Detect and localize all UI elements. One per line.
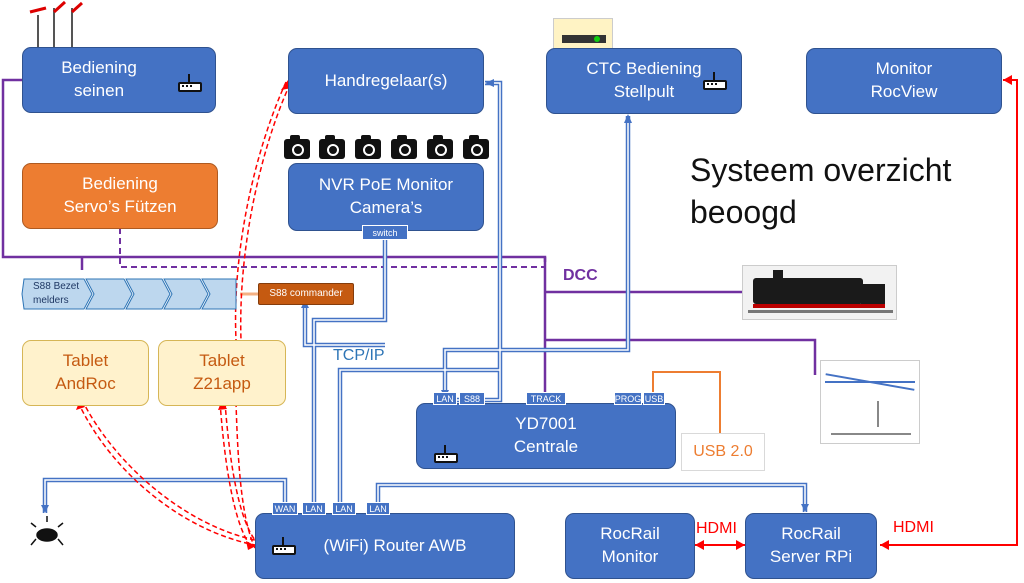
bediening-seinen-box: Bediening seinen (22, 47, 216, 113)
yd-track-port: TRACK (526, 392, 566, 405)
nvr-switch-port: switch (362, 225, 408, 240)
monitor-rocview-box: Monitor RocView (806, 48, 1002, 114)
usb-box: USB 2.0 (681, 433, 765, 471)
camera-icon (427, 135, 453, 159)
nvr-box: NVR PoE Monitor Camera’s (288, 163, 484, 231)
tablet-z21-box: Tablet Z21app (158, 340, 286, 406)
router-icon (434, 445, 458, 463)
yd-usb-port: USB (643, 392, 665, 405)
yd-prog-port: PROG (614, 392, 642, 405)
rocrail-server-box: RocRail Server RPi (745, 513, 877, 579)
dcc-label: DCC (563, 267, 598, 284)
router-icon (703, 72, 727, 90)
locomotive-image (742, 265, 897, 320)
router-box: (WiFi) Router AWB (255, 513, 515, 579)
wifi-dashed-lines (77, 81, 291, 549)
camera-icon (284, 135, 310, 159)
yd7001-box: YD7001 Centrale (416, 403, 676, 469)
router-wan-port: WAN (272, 502, 298, 515)
yd-s88-port: S88 (459, 392, 485, 405)
bediening-servos-box: Bediening Servo’s Fützen (22, 163, 218, 229)
router-icon (272, 537, 296, 555)
s88-bezet-label: S88 Bezet melders (33, 281, 80, 306)
camera-icon (463, 135, 489, 159)
handregelaar-box: Handregelaar(s) (288, 48, 484, 114)
hdmi-label-2: HDMI (893, 519, 934, 536)
yd-lan-port: LAN (433, 392, 457, 405)
router-lan-port-2: LAN (332, 502, 356, 515)
router-lan-port-3: LAN (366, 502, 390, 515)
hdmi-label-1: HDMI (696, 520, 737, 537)
dcc-bus (1, 78, 817, 400)
tablet-androc-box: Tablet AndRoc (22, 340, 149, 406)
s88-chain (21, 278, 237, 310)
turnout-diagram-image (820, 360, 920, 444)
s88-commander-box: S88 commander (258, 283, 354, 305)
router-lan-port-1: LAN (302, 502, 326, 515)
rocrail-monitor-box: RocRail Monitor (565, 513, 695, 579)
camera-icon (391, 135, 417, 159)
tcpip-label: TCP/IP (333, 347, 385, 364)
servo-dashed-line (119, 228, 545, 268)
camera-icon (355, 135, 381, 159)
router-icon (178, 74, 202, 92)
diagram-title: Systeem overzicht beoogd (690, 152, 952, 230)
camera-icon (319, 135, 345, 159)
